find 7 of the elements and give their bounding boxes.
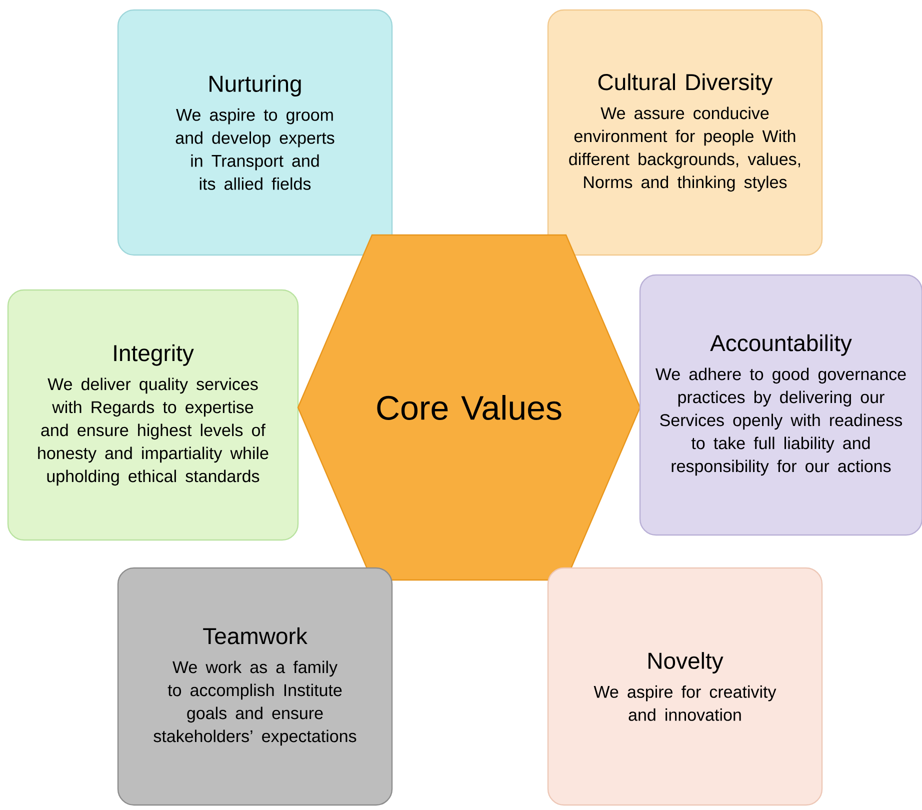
value-card: Integrity We deliver quality services with Regards to expertise and ensure highest levels of honesty and impartiality while upholding ethical standards: [7, 289, 299, 541]
value-card: Cultural Diversity We assure conducive environment for people With different backgrounds, values, Norms and thinking styles: [547, 9, 823, 256]
hexagon: Core Values: [297, 234, 641, 581]
value-card: Teamwork We work as a family to accomplish Institute goals and ensure stakeholders’ expectations: [117, 567, 393, 806]
value-card: Novelty We aspire for creativity and innovation: [547, 567, 823, 806]
value-card: Accountability We adhere to good governance practices by delivering our Services openly with readiness to take full liability and responsibility for our actions: [639, 274, 922, 536]
value-card: Nurturing We aspire to groom and develop experts in Transport and its allied fields: [117, 9, 393, 256]
